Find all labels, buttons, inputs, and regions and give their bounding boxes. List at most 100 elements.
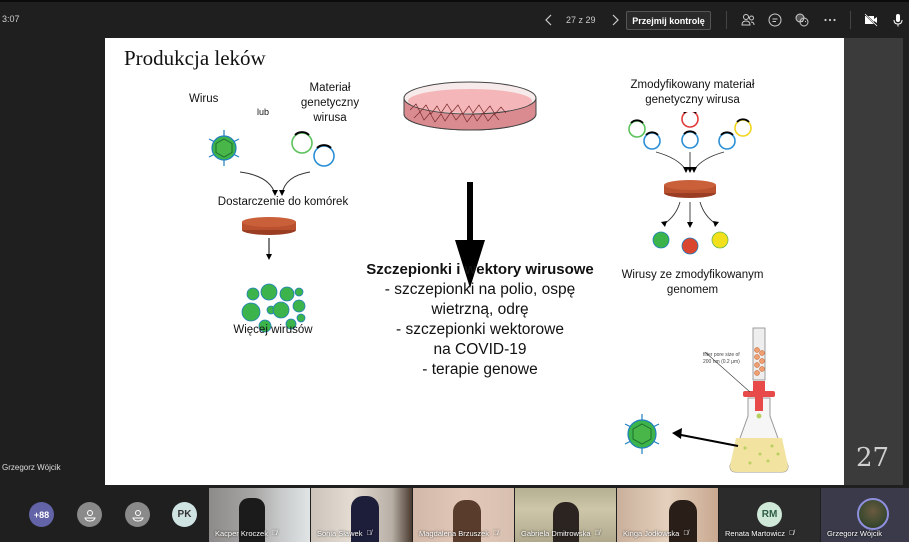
- person-icon: [83, 509, 96, 522]
- virus-icon: [241, 302, 261, 322]
- slide-side-panel: [844, 38, 903, 485]
- participant-video: [669, 500, 697, 542]
- modified-material-label: Zmodyfikowany materiał genetyczny wirusa: [630, 79, 755, 106]
- virus-icon: [285, 318, 297, 330]
- filter-label-line: 200 nm (0.2 μm): [703, 358, 740, 365]
- reactions-icon: [795, 13, 809, 27]
- mic-toggle-button[interactable]: [888, 11, 908, 29]
- slide-title: Produkcja leków: [124, 46, 266, 70]
- participant-name-row: Kacper Kroczek🎙̸: [215, 529, 277, 538]
- virus-green-icon: [652, 231, 670, 249]
- participant-tile-self[interactable]: Grzegorz Wójcik: [821, 488, 909, 542]
- participant-video-tile[interactable]: Kacper Kroczek🎙̸: [209, 488, 310, 542]
- participant-avatar-pk[interactable]: PK: [172, 502, 197, 527]
- virus-icon: [292, 299, 306, 313]
- participant-video-tile[interactable]: Kinga Jodłowska🎙̸: [617, 488, 718, 542]
- next-slide-button[interactable]: [606, 11, 624, 29]
- participant-name: Gabriela Dmitrowska: [521, 529, 591, 538]
- more-options-button[interactable]: [820, 11, 840, 29]
- reactions-button[interactable]: [792, 11, 812, 29]
- dna-ring-blue-icon: [681, 131, 699, 149]
- vaccines-line: wietrzną, odrę: [431, 300, 529, 318]
- toolbar-divider: [850, 11, 851, 29]
- vaccines-heading: Szczepionki i wektory wirusowe: [366, 261, 594, 278]
- participant-avatar[interactable]: [77, 502, 102, 527]
- participant-name: Renata Martowicz: [725, 529, 786, 538]
- arrow-icon: [281, 171, 311, 195]
- meeting-toolbar: 3:07 27 z 29 Przejmij kontrolę: [0, 0, 909, 37]
- down-arrow-icon: [455, 182, 485, 288]
- virus-icon: [294, 287, 304, 297]
- participant-name-row: Gabriela Dmitrowska🎙̸: [521, 529, 600, 538]
- filter-pore-label: filter pore size of 200 nm (0.2 μm): [703, 352, 740, 365]
- presenter-name: Grzegorz Wójcik: [2, 463, 61, 472]
- mic-icon: [893, 14, 903, 27]
- filtration-diagram: [624, 327, 789, 473]
- participant-video: [453, 500, 481, 542]
- participants-button[interactable]: [738, 11, 758, 29]
- vaccines-line: na COVID-19: [433, 340, 527, 358]
- participant-name: Kinga Jodłowska: [623, 529, 680, 538]
- shared-slide: Produkcja leków Wirus lub Materiał genet…: [105, 38, 844, 485]
- prev-slide-button[interactable]: [540, 11, 558, 29]
- arrow-icon: [239, 171, 276, 195]
- participant-video-tile[interactable]: Magdalena Brzuszek🎙̸: [413, 488, 514, 542]
- cell-dish-diagram: [241, 217, 306, 333]
- participant-name: Kacper Kroczek: [215, 529, 268, 538]
- virus-icon: [272, 301, 290, 319]
- dna-ring-blue-icon: [643, 132, 661, 150]
- arrow-icon: [672, 428, 682, 439]
- petri-dish-diagram: [403, 81, 537, 288]
- dna-ring-yellow-icon: [734, 119, 752, 137]
- virus-icon: [208, 130, 240, 166]
- more-icon: [824, 18, 836, 22]
- participant-name-row: Magdalena Brzuszek🎙̸: [419, 529, 498, 538]
- dna-ring-green-icon: [291, 132, 313, 154]
- more-viruses-label: Więcej wirusów: [233, 324, 313, 336]
- chevron-right-icon: [612, 14, 619, 26]
- genetic-material-label: Materiał genetyczny wirusa: [300, 82, 360, 124]
- mic-off-icon: 🎙̸: [493, 530, 499, 537]
- participant-video: [553, 502, 579, 542]
- dna-ring-green-icon: [628, 120, 646, 138]
- participant-name-row: Sonia Sławek🎙̸: [317, 529, 372, 538]
- participant-video-tile[interactable]: Sonia Sławek🎙̸: [311, 488, 412, 542]
- virus-red-icon: [681, 237, 699, 255]
- dna-ring-blue-icon: [313, 145, 335, 167]
- dna-ring-red-icon: [681, 112, 699, 128]
- slide-counter: 27 z 29: [566, 15, 596, 25]
- virus-label: Wirus: [189, 93, 219, 105]
- camera-off-icon: [864, 13, 878, 27]
- chat-icon: [768, 13, 782, 27]
- virus-icon: [279, 286, 295, 302]
- virus-icon: [296, 313, 306, 323]
- mic-off-icon: 🎙̸: [789, 530, 795, 537]
- participant-name: Sonia Sławek: [317, 529, 363, 538]
- mic-off-icon: 🎙̸: [271, 530, 278, 537]
- mic-off-icon: 🎙̸: [683, 530, 689, 537]
- culture-dish-icon: [664, 180, 716, 198]
- virus-icon: [260, 283, 278, 301]
- take-control-button[interactable]: Przejmij kontrolę: [626, 11, 711, 30]
- participant-avatar-rm: RM: [757, 502, 782, 527]
- dna-ring-blue-icon: [718, 132, 736, 150]
- meeting-timer: 3:07: [2, 14, 20, 24]
- chat-button[interactable]: [765, 11, 785, 29]
- filter-label-line: filter pore size of: [703, 352, 740, 358]
- mic-off-icon: 🎙̸: [594, 530, 600, 537]
- virus-icon: [624, 414, 660, 454]
- participant-name-row: Renata Martowicz🎙̸: [725, 529, 794, 538]
- slide-number: 27: [856, 443, 890, 473]
- person-icon: [131, 509, 144, 522]
- filter-flask-icon: [729, 327, 789, 473]
- vaccines-line: - szczepionki na polio, ospę: [384, 280, 576, 298]
- toolbar-divider: [726, 11, 727, 29]
- participant-video-tile[interactable]: Gabriela Dmitrowska🎙̸: [515, 488, 616, 542]
- slide-pager: 27 z 29: [540, 11, 624, 29]
- participant-tile[interactable]: RM Renata Martowicz🎙̸: [719, 488, 820, 542]
- camera-toggle-button[interactable]: [861, 11, 881, 29]
- participants-icon: [741, 14, 755, 26]
- participant-name: Magdalena Brzuszek: [419, 529, 490, 538]
- participant-avatar[interactable]: [125, 502, 150, 527]
- overflow-participants-button[interactable]: +88: [29, 502, 54, 527]
